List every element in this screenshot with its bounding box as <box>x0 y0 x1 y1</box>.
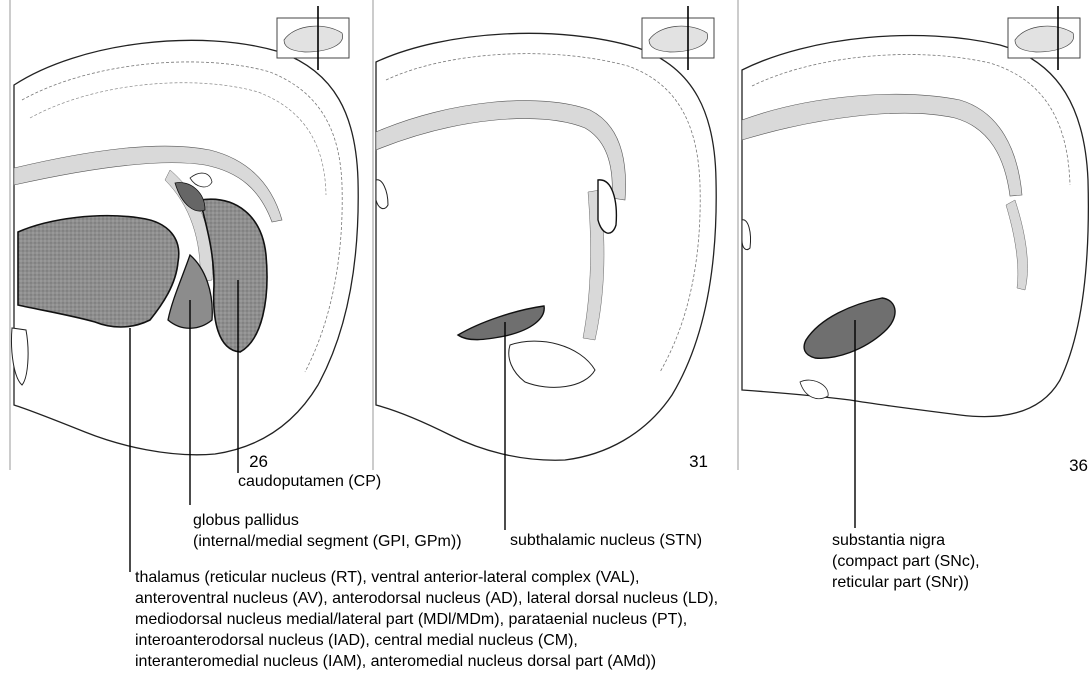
brain-outline <box>742 35 1088 416</box>
thalamus-label-line: thalamus (reticular nucleus (RT), ventra… <box>135 567 718 588</box>
thalamus-label-line: interoanterodorsal nucleus (IAD), centra… <box>135 630 718 651</box>
section-panel-26: 26 <box>10 0 358 471</box>
substantia-nigra-label-line3: reticular part (SNr)) <box>832 572 980 593</box>
panel-number-31: 31 <box>689 452 708 471</box>
thalamus-region <box>18 216 179 327</box>
substantia-nigra-label: substantia nigra (compact part (SNc), re… <box>832 530 980 593</box>
subthalamic-nucleus-label: subthalamic nucleus (STN) <box>510 530 702 551</box>
thalamus-label-line: anteroventral nucleus (AV), anterodorsal… <box>135 588 718 609</box>
globus-pallidus-label-line1: globus pallidus <box>193 510 462 531</box>
globus-pallidus-label: globus pallidus (internal/medial segment… <box>193 510 462 552</box>
caudoputamen-label: caudoputamen (CP) <box>238 471 381 492</box>
substantia-nigra-label-line2: (compact part (SNc), <box>832 551 980 572</box>
section-panel-36: 36 <box>738 0 1088 475</box>
thalamus-label: thalamus (reticular nucleus (RT), ventra… <box>135 567 718 672</box>
globus-pallidus-label-line2: (internal/medial segment (GPI, GPm)) <box>193 531 462 552</box>
panel-number-26: 26 <box>249 452 268 471</box>
substantia-nigra-label-line1: substantia nigra <box>832 530 980 551</box>
panel-number-36: 36 <box>1069 456 1088 475</box>
thalamus-label-line: mediodorsal nucleus medial/lateral part … <box>135 609 718 630</box>
brain-outline <box>376 33 716 460</box>
section-panel-31: 31 <box>373 0 716 471</box>
thalamus-label-line: interanteromedial nucleus (IAM), anterom… <box>135 651 718 672</box>
